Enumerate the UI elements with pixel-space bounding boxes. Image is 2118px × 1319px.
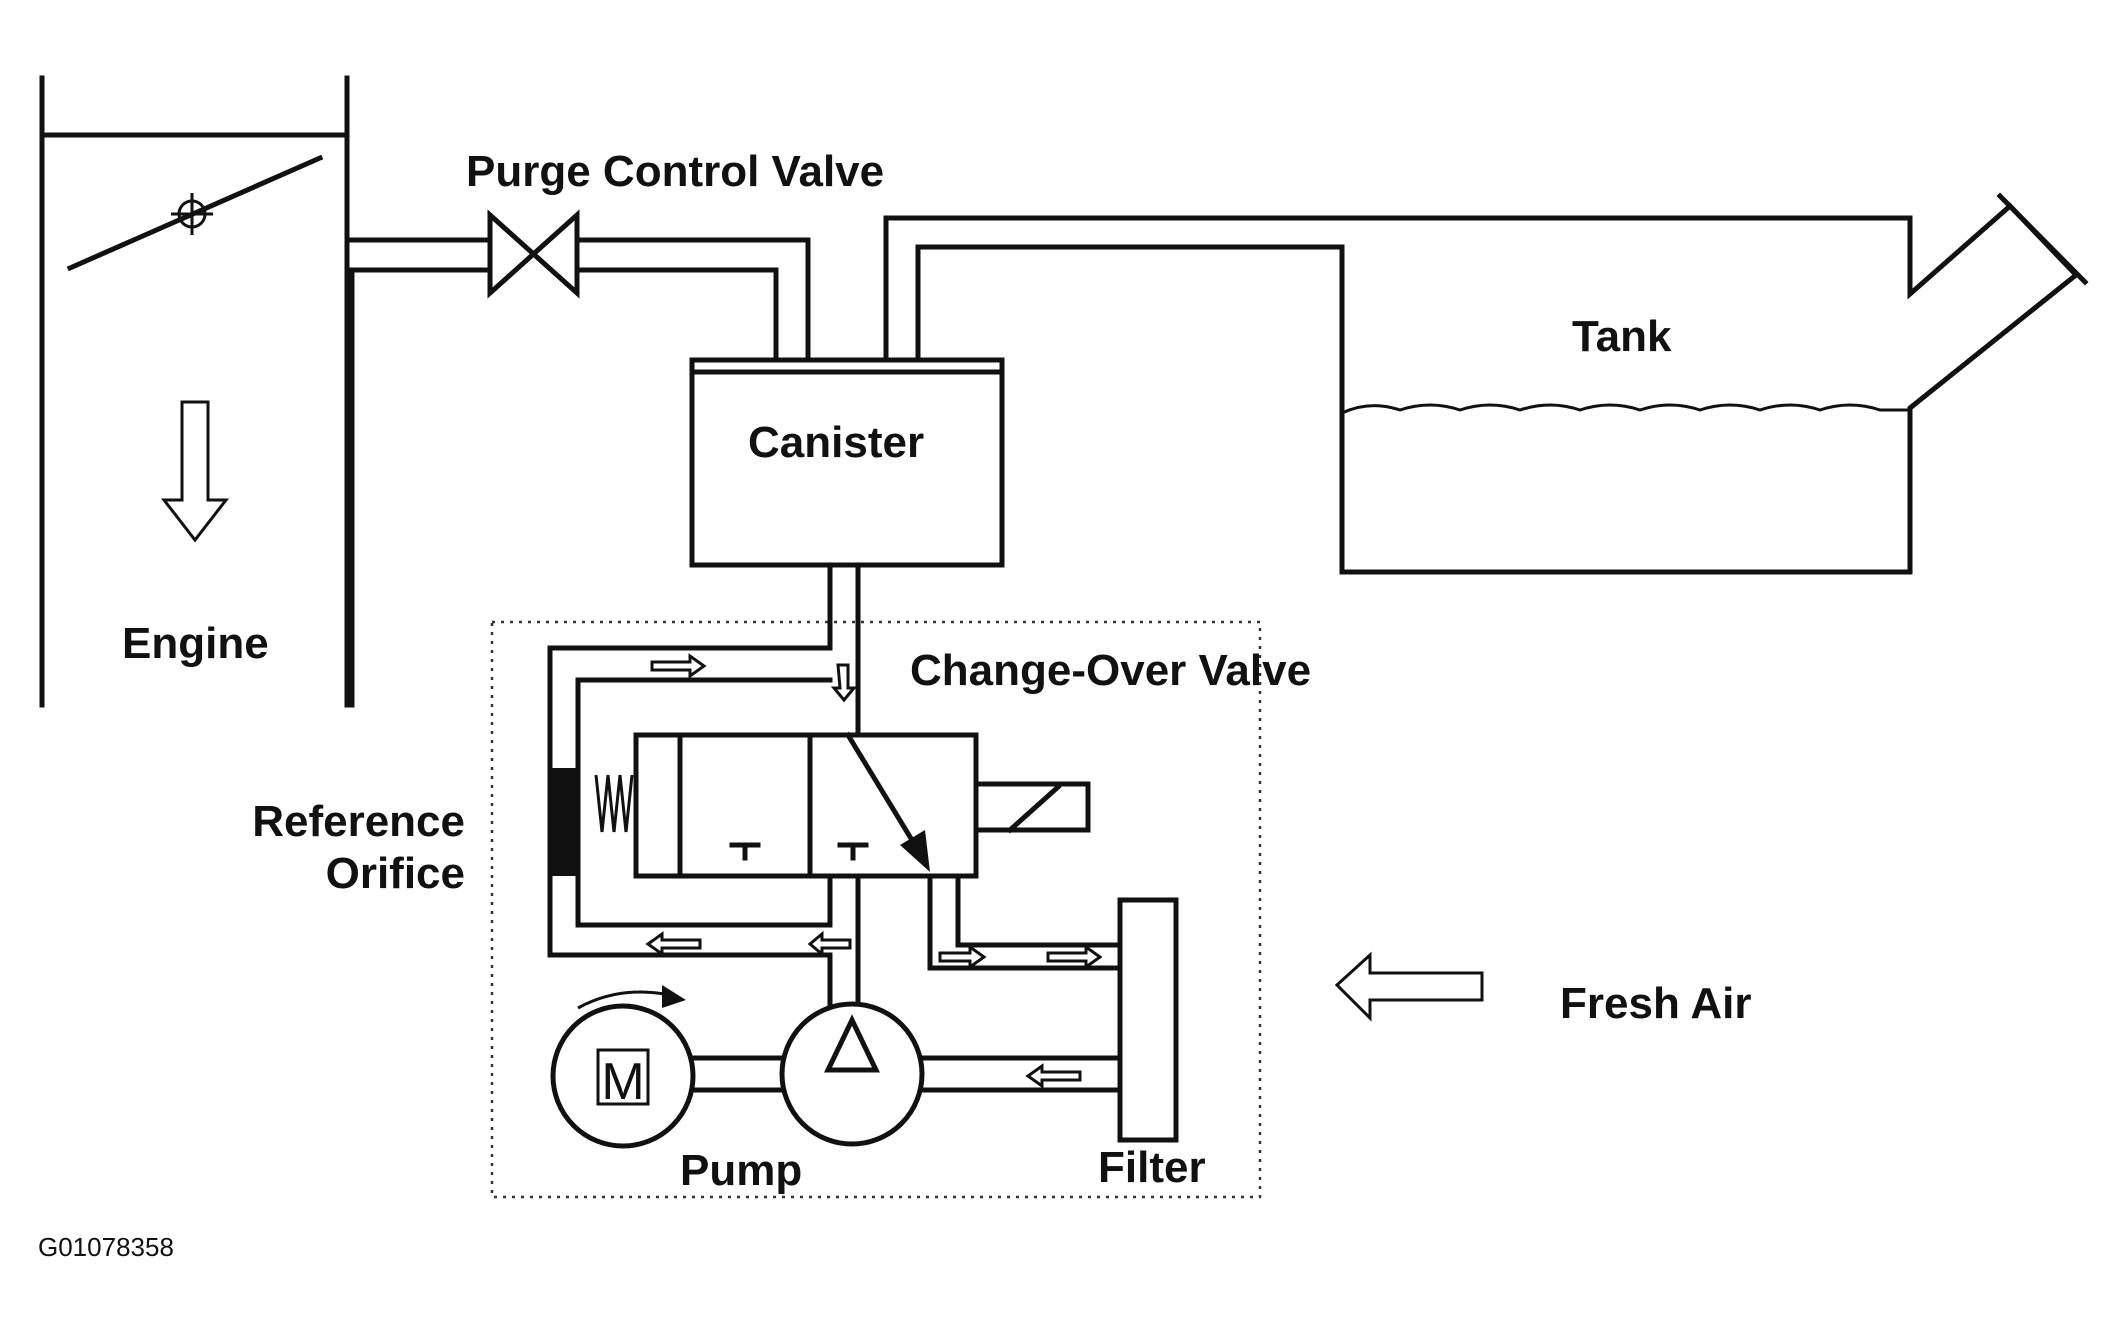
figure-id: G01078358 xyxy=(38,1232,174,1262)
purge-control-valve xyxy=(487,209,580,299)
reference-orifice-label-line2: Orifice xyxy=(326,849,465,898)
engine-label: Engine xyxy=(122,619,269,668)
canister xyxy=(689,357,1005,568)
tank-label: Tank xyxy=(1572,312,1672,361)
leak-detection-pump-enclosure xyxy=(490,620,1262,1199)
canister-label: Canister xyxy=(748,418,924,467)
rotation-arrow-head-icon xyxy=(662,985,686,1008)
pump-assembly xyxy=(689,1055,1123,1093)
tank-liquid-surface xyxy=(1341,403,1910,415)
spring-icon xyxy=(594,774,634,833)
tank-line xyxy=(883,192,2089,575)
reference-orifice xyxy=(551,768,577,876)
filter xyxy=(1117,897,1179,1143)
canister-outlet-line xyxy=(547,562,861,1028)
rotation-arrow-icon xyxy=(577,990,671,1010)
engine-block xyxy=(39,75,350,708)
reference-orifice-label-line1: Reference xyxy=(252,797,465,846)
pump-label: Pump xyxy=(680,1146,802,1195)
fresh-air-label: Fresh Air xyxy=(1560,979,1752,1028)
change-over-valve xyxy=(633,731,1091,879)
change-over-valve-label: Change-Over Valve xyxy=(910,646,1311,695)
motor-symbol: M xyxy=(601,1053,644,1111)
pump xyxy=(779,1001,925,1147)
filter-label: Filter xyxy=(1098,1143,1206,1192)
purge-line xyxy=(344,237,811,708)
down-arrow-icon xyxy=(160,400,230,543)
valve-to-filter-line xyxy=(927,873,1123,971)
purge-control-valve-label: Purge Control Valve xyxy=(466,147,884,196)
flow-arrow-icon xyxy=(645,653,1103,1089)
left-arrow-icon xyxy=(1334,951,1484,1022)
motor: M xyxy=(550,1003,696,1149)
throttle-plate-icon xyxy=(66,154,324,272)
